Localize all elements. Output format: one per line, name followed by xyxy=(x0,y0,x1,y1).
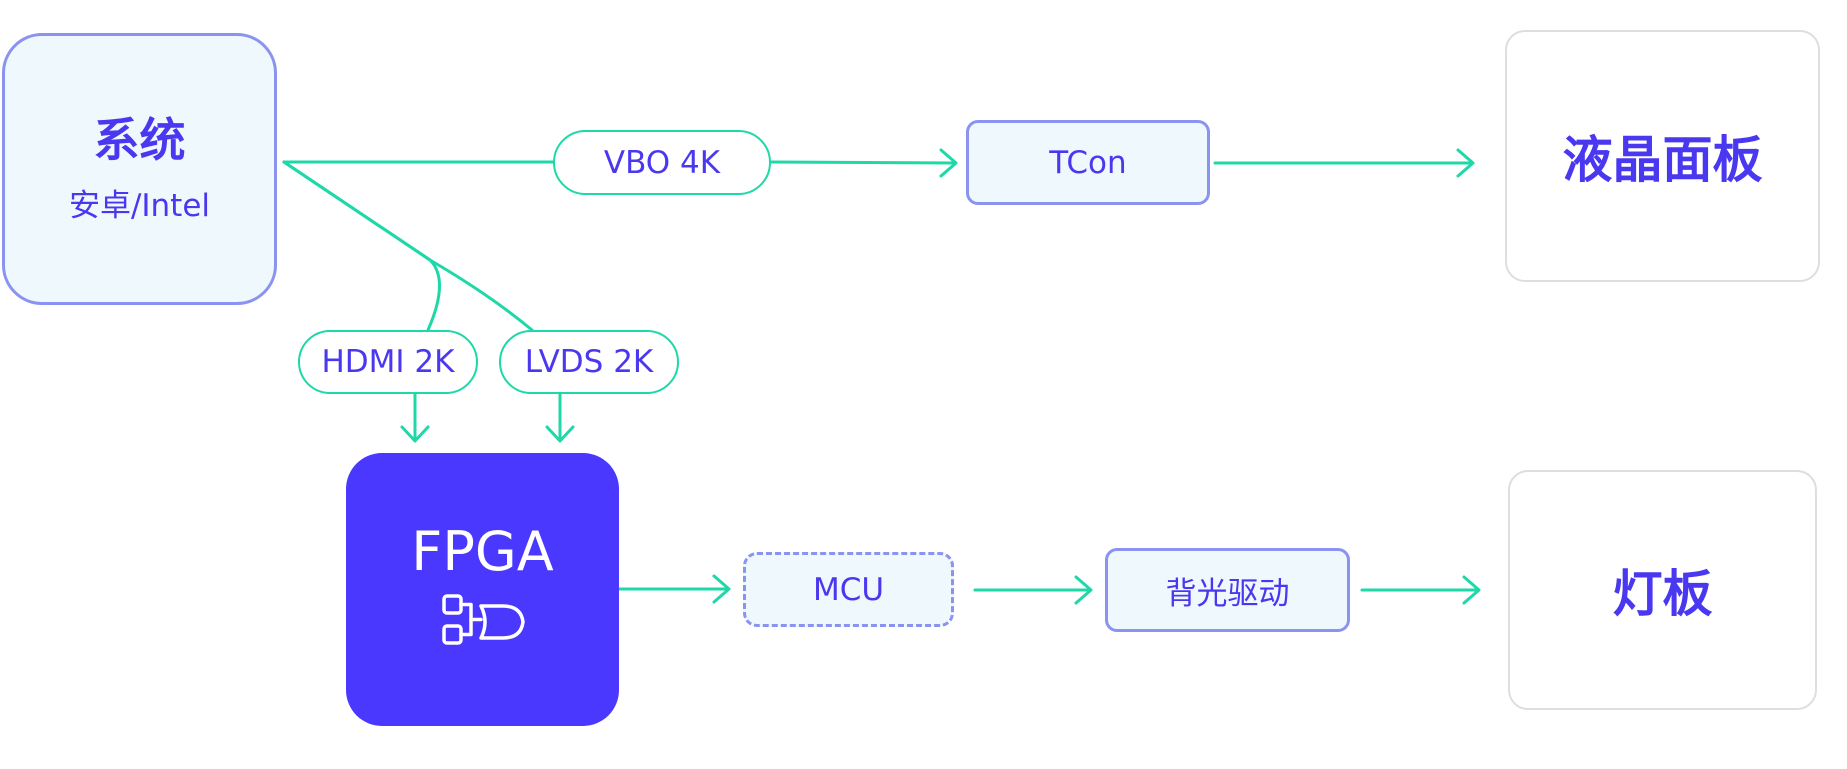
fpga-box: FPGA xyxy=(346,453,619,726)
backlight-driver-box: 背光驱动 xyxy=(1105,548,1350,632)
arrowhead-mcu xyxy=(712,574,731,604)
fpga-title: FPGA xyxy=(411,519,554,583)
system-subtitle: 安卓/Intel xyxy=(68,188,211,225)
arrowhead-lvds xyxy=(545,425,575,443)
arrowhead-hdmi xyxy=(400,425,430,443)
arrowhead-lightboard xyxy=(1462,575,1481,605)
lvds-label: LVDS 2K xyxy=(499,330,679,394)
logic-gate-icon xyxy=(441,593,525,645)
system-box: 系统 安卓/Intel xyxy=(2,33,277,305)
tcon-box: TCon xyxy=(966,120,1210,205)
hdmi-label: HDMI 2K xyxy=(298,330,478,394)
vbo-label: VBO 4K xyxy=(553,130,771,195)
connector-vbo-tcon xyxy=(769,160,957,165)
arrowhead-lcd xyxy=(1456,148,1475,178)
mcu-box: MCU xyxy=(743,552,954,627)
light-board-box: 灯板 xyxy=(1508,470,1817,710)
arrowhead-tcon xyxy=(939,148,958,178)
arrowhead-backlight xyxy=(1074,575,1093,605)
connector-system-lvds xyxy=(282,160,534,332)
system-title: 系统 xyxy=(93,112,186,167)
lcd-panel-box: 液晶面板 xyxy=(1505,30,1820,282)
connector-system-hdmi xyxy=(282,160,441,332)
